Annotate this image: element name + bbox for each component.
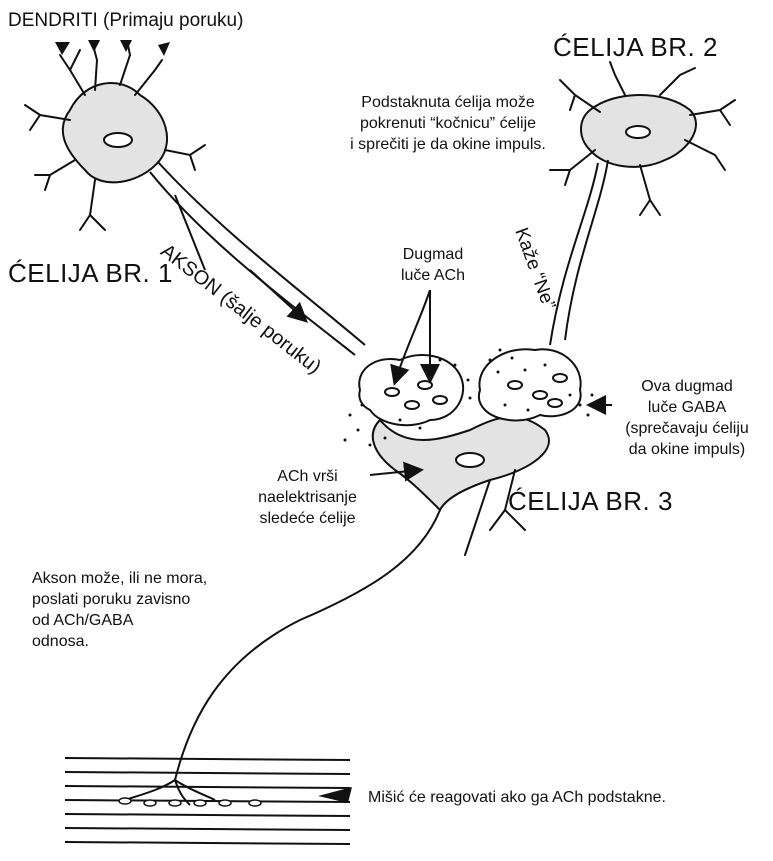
- brake-note: Podstaknuta ćelija može pokrenuti “kočni…: [318, 92, 578, 155]
- axon-note-line-4: odnosa.: [32, 631, 207, 652]
- cell-1-label: ĆELIJA BR. 1: [8, 258, 173, 289]
- gaba-button-cluster: [479, 349, 581, 420]
- cell-3: [359, 349, 580, 555]
- cell-3-label: ĆELIJA BR. 3: [508, 486, 673, 517]
- axon-note: Akson može, ili ne mora, poslati poruku …: [32, 568, 207, 652]
- ach-buttons-line-2: luče ACh: [378, 265, 488, 286]
- ach-buttons-line-1: Dugmad: [378, 244, 488, 265]
- cell-3-nucleus: [456, 453, 484, 467]
- muscle-note: Mišić će reagovati ako ga ACh podstakne.: [368, 787, 666, 808]
- brake-note-line-1: Podstaknuta ćelija može: [318, 92, 578, 113]
- muscle-arrow: [318, 787, 352, 803]
- gaba-buttons-note: Ova dugmad luče GABA (sprečavaju ćeliju …: [612, 376, 762, 460]
- muscle-fibers: [65, 758, 350, 844]
- cell-1-nucleus: [104, 133, 132, 147]
- cell-2-nucleus: [626, 126, 650, 138]
- axon-2: [550, 160, 608, 345]
- brake-note-line-3: i sprečiti je da okine impuls.: [318, 134, 578, 155]
- gaba-buttons-line-2: luče GABA: [612, 397, 762, 418]
- axon-note-line-2: poslati poruku zavisno: [32, 589, 207, 610]
- cell-2-label: ĆELIJA BR. 2: [553, 32, 718, 63]
- ach-charge-note: ACh vrši naelektrisanje sledeće ćelije: [245, 466, 370, 529]
- axon-note-line-3: od ACh/GABA: [32, 610, 207, 631]
- ach-buttons-note: Dugmad luče ACh: [378, 244, 488, 286]
- gaba-buttons-line-4: da okine impuls): [612, 439, 762, 460]
- gaba-buttons-line-3: (sprečavaju ćeliju: [612, 418, 762, 439]
- ach-charge-line-3: sledeće ćelije: [245, 508, 370, 529]
- dendrites-label: DENDRITI (Primaju poruku): [8, 10, 243, 32]
- ach-button-cluster: [359, 355, 463, 425]
- ach-charge-line-2: naelektrisanje: [245, 487, 370, 508]
- ach-charge-line-1: ACh vrši: [245, 466, 370, 487]
- axon-note-line-1: Akson može, ili ne mora,: [32, 568, 207, 589]
- dendrite-arrows: [55, 40, 170, 56]
- axon-3: [125, 510, 440, 805]
- gaba-buttons-line-1: Ova dugmad: [612, 376, 762, 397]
- brake-note-line-2: pokrenuti “kočnicu” ćelije: [318, 113, 578, 134]
